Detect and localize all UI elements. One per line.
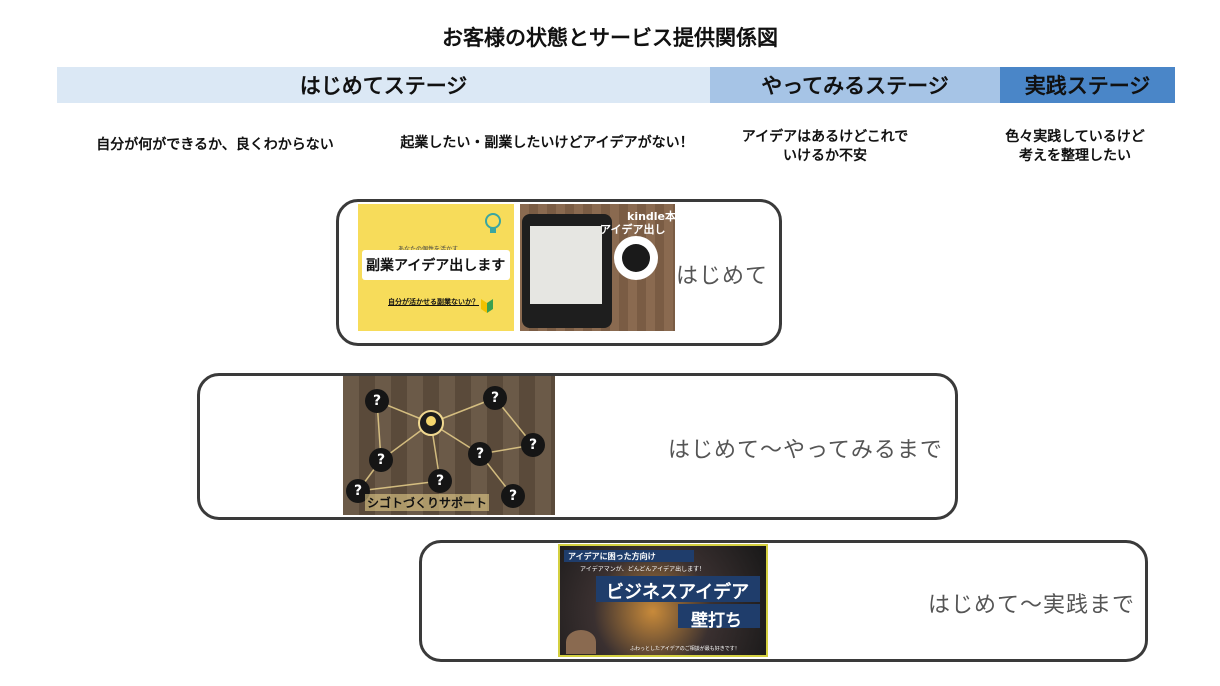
question-icon: ? <box>428 469 452 493</box>
stage-yattemiru: やってみるステージ <box>710 67 1000 103</box>
image-bottom-text: ふわっとしたアイデアのご相談が最も好きです！ <box>630 646 740 652</box>
kindle-idea-image[interactable]: kindle本 アイデア出し <box>520 204 675 331</box>
image-title2-text: 壁打ち <box>691 611 742 631</box>
question-icon: ? <box>521 433 545 457</box>
customer-state-2: 起業したい・副業したいけどアイデアがない！ <box>400 135 694 151</box>
customer-state-1: 自分が何ができるか、良くわからない <box>96 137 334 153</box>
service-label-hajimete-jissen: はじめて〜実践まで <box>928 593 1136 618</box>
lightbulb-icon <box>485 213 501 233</box>
image-title-text: 副業アイデア出します <box>366 258 506 274</box>
image-title1-text: ビジネスアイデア <box>606 582 750 603</box>
question-icon: ? <box>369 448 393 472</box>
stage-jissen: 実践ステージ <box>1000 67 1175 103</box>
question-icon: ? <box>483 386 507 410</box>
customer-state-3: アイデアはあるけどこれで いけるか不安 <box>741 129 909 164</box>
stage-hajimete: はじめてステージ <box>57 67 710 103</box>
service-label-hajimete: はじめて <box>676 264 769 289</box>
question-icon: ? <box>468 442 492 466</box>
image-caption: シゴトづくりサポート <box>365 494 490 511</box>
image-top-text: アイデアに困った方向け <box>568 552 656 561</box>
customer-state-4: 色々実践しているけど 考えを整理したい <box>1005 129 1145 164</box>
kindle-line2: アイデア出し <box>600 223 666 236</box>
beginner-leaf-icon <box>481 299 493 313</box>
side-business-idea-image[interactable]: あなたの個性を活かす 副業アイデア出します 自分が活かせる副業ないか？ <box>358 204 514 331</box>
diagram-title: お客様の状態とサービス提供関係図 <box>442 26 778 50</box>
image-small-text: あなたの個性を活かす <box>398 244 458 253</box>
image-sub-text: アイデアマンが、どんどんアイデア出します！ <box>580 566 706 573</box>
service-label-hajimete-yattemiru: はじめて〜やってみるまで <box>668 438 943 463</box>
service-box-hajimete-jissen <box>419 540 1148 662</box>
image-sub-text: 自分が活かせる副業ないか？ <box>388 298 479 306</box>
kindle-line1: kindle本 <box>627 210 675 223</box>
question-icon: ? <box>365 389 389 413</box>
work-creation-support-image[interactable]: ? ? ? ? ? ? ? ? シゴトづくりサポート <box>343 376 555 515</box>
business-idea-sparring-image[interactable]: アイデアに困った方向け アイデアマンが、どんどんアイデア出します！ ビジネスアイ… <box>558 544 768 657</box>
service-box-hajimete-yattemiru <box>197 373 958 520</box>
question-icon: ? <box>501 484 525 508</box>
presenter-photo <box>566 630 596 654</box>
